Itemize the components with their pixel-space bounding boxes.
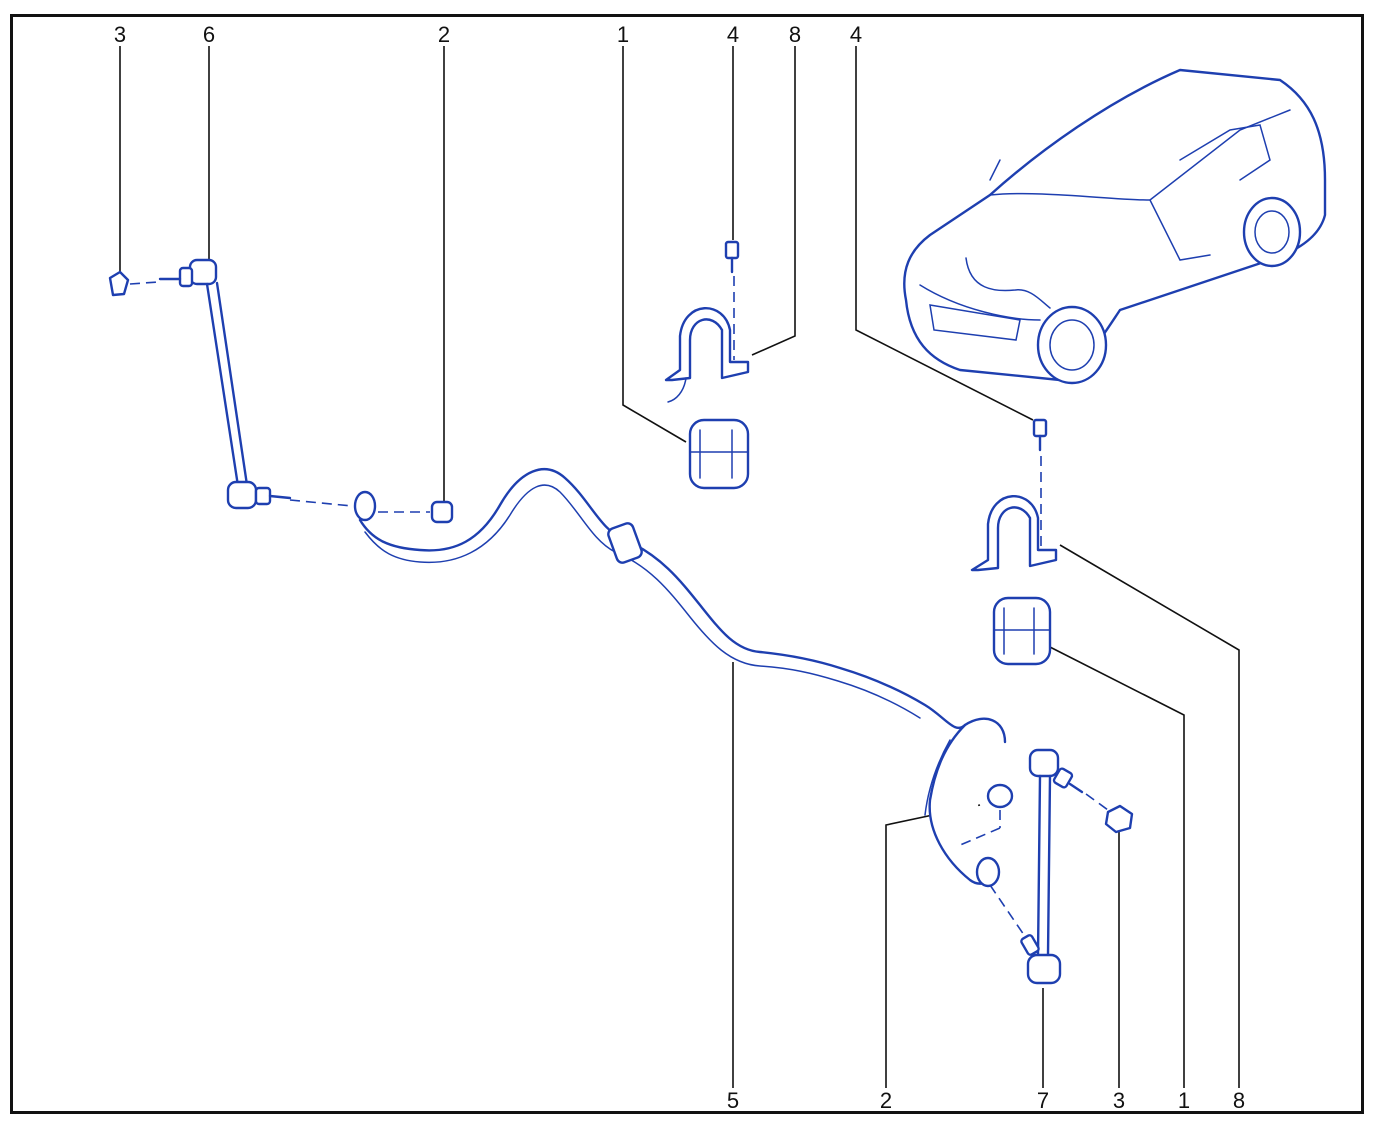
link-rod-left xyxy=(158,258,353,510)
leader-4b-top xyxy=(855,46,1034,421)
callout-5-bottom: 5 xyxy=(726,1088,740,1113)
stabilizer-bar xyxy=(353,468,1007,888)
callout-6-top: 6 xyxy=(202,22,216,47)
bushing-upper xyxy=(688,418,750,490)
callout-3-bottom: 3 xyxy=(1112,1088,1126,1113)
link-rod-right xyxy=(989,748,1109,985)
rear-wheel xyxy=(1242,196,1302,268)
bolt-lower xyxy=(1032,418,1048,438)
callout-7-bottom: 7 xyxy=(1036,1088,1050,1113)
collar-left xyxy=(378,500,454,524)
callout-8-top: 8 xyxy=(788,22,802,47)
bar-eye-right xyxy=(975,856,1001,888)
leader-8-bottom xyxy=(1059,544,1240,1088)
bracket-lower xyxy=(970,418,1058,666)
bushing-lower xyxy=(992,596,1052,666)
leader-8-top xyxy=(751,46,796,356)
bolt-upper xyxy=(724,240,740,260)
leader-1-top xyxy=(622,46,687,443)
callout-8-bottom: 8 xyxy=(1232,1088,1246,1113)
nut-left xyxy=(108,270,159,297)
collar-right xyxy=(957,783,1014,847)
callout-4a-top: 4 xyxy=(726,22,740,47)
vehicle-illustration xyxy=(903,68,1327,385)
front-wheel xyxy=(1036,305,1108,385)
callout-1-bottom: 1 xyxy=(1177,1088,1191,1113)
callout-4b-top: 4 xyxy=(849,22,863,47)
leader-1-bottom xyxy=(1045,644,1185,1088)
bracket-upper xyxy=(664,240,750,490)
callout-1-top: 1 xyxy=(616,22,630,47)
nut-right xyxy=(1104,804,1134,834)
callout-3-top: 3 xyxy=(113,22,127,47)
bar-bushing-mark xyxy=(607,522,643,564)
callout-2-bottom: 2 xyxy=(879,1088,893,1113)
bar-eye-left xyxy=(353,490,377,522)
callout-2-top: 2 xyxy=(437,22,451,47)
